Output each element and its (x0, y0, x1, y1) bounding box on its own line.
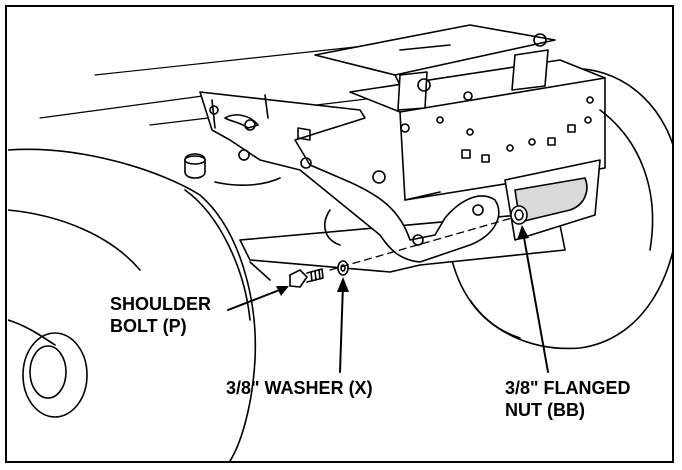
washer-leader (339, 283, 344, 373)
washer-part (337, 260, 349, 276)
shoulder-bolt-part (289, 268, 324, 288)
shoulder-bolt-label-line2: BOLT (P) (110, 316, 187, 336)
assembly-axis (329, 217, 513, 271)
washer-label: 3/8" WASHER (X) (226, 377, 373, 399)
shoulder-bolt-arrowhead (276, 286, 289, 296)
top-plate (314, 24, 556, 86)
shoulder-bolt-label: SHOULDER BOLT (P) (110, 293, 211, 337)
flanged-nut-label-line2: NUT (BB) (505, 400, 585, 420)
shoulder-bolt-leader (227, 288, 283, 311)
washer-label-line1: 3/8" WASHER (X) (226, 378, 373, 398)
flanged-nut-label-line1: 3/8" FLANGED (505, 378, 631, 398)
leader-lines (227, 231, 549, 373)
flanged-nut-arrowhead (517, 225, 529, 240)
flanged-nut-leader (522, 231, 549, 373)
flanged-nut-label: 3/8" FLANGED NUT (BB) (505, 377, 631, 421)
washer-arrowhead (337, 277, 349, 292)
pivot-arm (199, 91, 500, 263)
deck-cap (184, 153, 281, 186)
upright-posts (397, 33, 549, 111)
shoulder-bolt-label-line1: SHOULDER (110, 294, 212, 314)
flanged-nut-part (510, 205, 528, 225)
arrow-heads (276, 225, 529, 296)
